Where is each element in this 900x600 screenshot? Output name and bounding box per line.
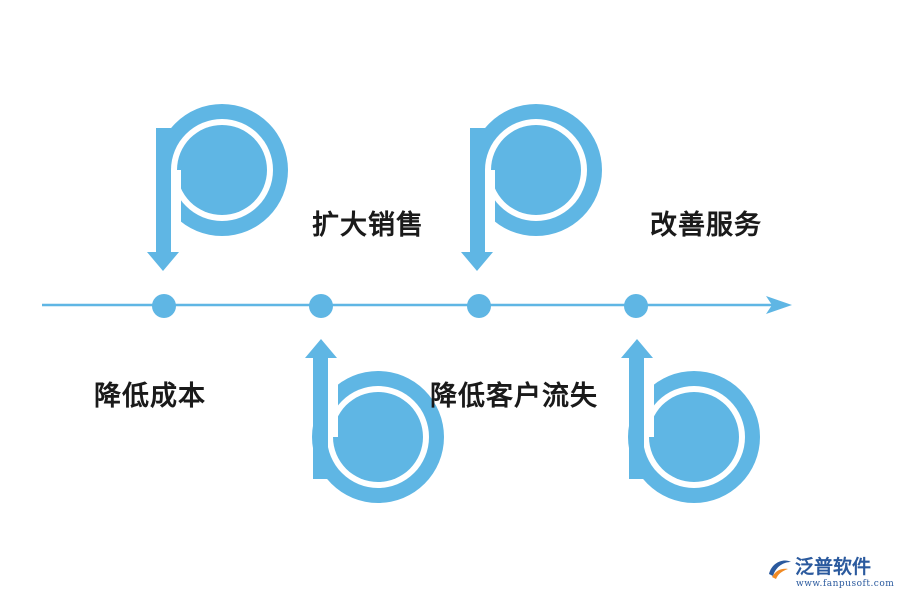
p-arrow-down-icon [147,104,288,271]
fanpu-logo-icon [769,560,791,579]
timeline-label-improve-service: 改善服务 [650,210,762,241]
logo-url: www.fanpusoft.com [796,579,895,589]
timeline-node-1 [152,294,176,318]
timeline-arrowhead [766,296,792,314]
b-arrow-up-icon [305,339,444,503]
timeline-node-4 [624,294,648,318]
timeline-node-3 [467,294,491,318]
timeline-label-reduce-cost: 降低成本 [94,381,206,412]
timeline-label-reduce-churn: 降低客户流失 [430,381,598,412]
timeline-node-2 [309,294,333,318]
p-arrow-down-icon [461,104,602,271]
b-arrow-up-icon [621,339,760,503]
timeline-label-expand-sales: 扩大销售 [312,210,424,241]
logo-name: 泛普软件 [795,556,872,578]
brand-logo: 泛普软件 www.fanpusoft.com [766,552,896,596]
